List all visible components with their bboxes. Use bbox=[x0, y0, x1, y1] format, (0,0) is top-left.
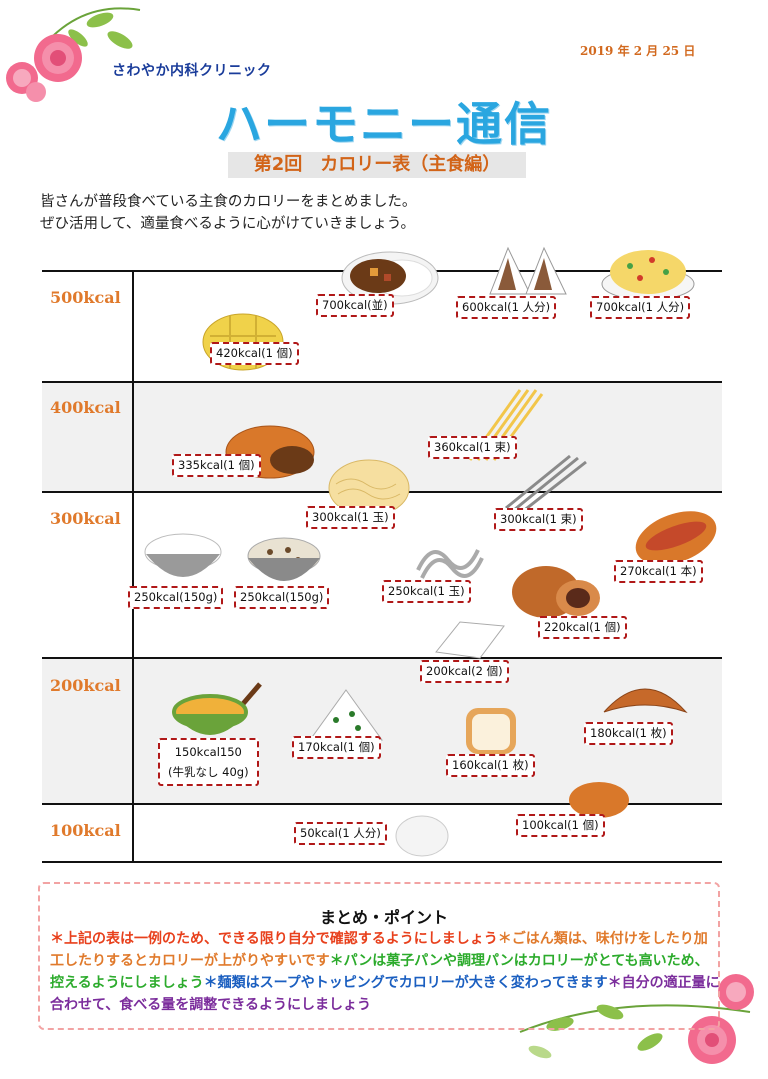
cereal-bowl-illustration bbox=[172, 682, 262, 735]
summary-title: まとめ・ポイント bbox=[319, 908, 448, 927]
point-4: ＊麺類はスープやトッピングでカロリーが大きく変わってきます bbox=[203, 975, 608, 991]
roll-bread-illustration bbox=[569, 782, 629, 818]
calorie-label-soba: 300kcal(1 束) bbox=[494, 508, 583, 531]
table-divider bbox=[132, 270, 134, 863]
calorie-label-melon-pan: 420kcal(1 個) bbox=[210, 342, 299, 365]
point-5: ＊自分の適正量に合わせて、食べる量を調整できるようにしましょう bbox=[50, 975, 720, 1013]
level-100: 100kcal bbox=[50, 821, 121, 840]
issue-subtitle: 第2回 カロリー表（主食編） bbox=[228, 152, 526, 178]
anpan-illustration bbox=[512, 566, 600, 618]
intro-line-1: 皆さんが普段食べている主食のカロリーをまとめました。 bbox=[40, 194, 417, 210]
calorie-label-roll: 100kcal(1 個) bbox=[516, 814, 605, 837]
calorie-label-toast: 160kcal(1 枚) bbox=[446, 754, 535, 777]
calorie-label-pasta: 360kcal(1 束) bbox=[428, 436, 517, 459]
point-1: ＊上記の表は一例のため、できる限り自分で確認するようにしましょう bbox=[50, 931, 498, 947]
fried-rice-illustration bbox=[601, 250, 695, 301]
issue-date: 2019 年 2 月 25 日 bbox=[580, 44, 696, 58]
calorie-label-udon: 250kcal(1 玉) bbox=[382, 580, 471, 603]
point-2: ＊ごはん類は、味付けをしたり加工したりするとカロリーが上がりやすいです bbox=[50, 931, 708, 969]
intro-line-2: ぜひ活用して、適量食べるように心がけていきましょう。 bbox=[40, 216, 415, 232]
level-400: 400kcal bbox=[50, 398, 121, 417]
level-200: 200kcal bbox=[50, 676, 121, 695]
calorie-label-curry-pan: 335kcal(1 個) bbox=[172, 454, 261, 477]
table-line bbox=[42, 657, 722, 659]
calorie-label-onigiri: 170kcal(1 個) bbox=[292, 736, 381, 759]
calorie-label-ramen: 300kcal(1 玉) bbox=[306, 506, 395, 529]
calorie-label-sandwich: 600kcal(1 人分) bbox=[456, 296, 557, 319]
toast-illustration bbox=[466, 708, 516, 754]
mixed-rice-bowl-illustration bbox=[247, 537, 321, 581]
calorie-label-anpan: 220kcal(1 個) bbox=[538, 616, 627, 639]
point-3: ＊パンは菓子パンや調理パンはカロリーがとても高いため、控えるようにしましょう bbox=[50, 953, 709, 991]
koppe-pan-illustration bbox=[635, 511, 717, 565]
udon-illustration bbox=[416, 549, 484, 579]
level-300: 300kcal bbox=[50, 509, 121, 528]
calorie-label-fried-rice: 700kcal(1 人分) bbox=[590, 296, 691, 319]
calorie-label-oatmeal: 50kcal(1 人分) bbox=[294, 822, 387, 845]
oatmeal-illustration bbox=[395, 815, 449, 857]
calorie-label-koppe-pan: 270kcal(1 本) bbox=[614, 560, 703, 583]
newsletter-title: ハーモニー通信 bbox=[216, 97, 552, 151]
table-line bbox=[42, 381, 722, 383]
soba-illustration bbox=[505, 454, 587, 514]
calorie-label-cereal: 150kcal150 (牛乳なし 40g) bbox=[158, 738, 259, 786]
croissant-illustration bbox=[603, 688, 688, 714]
calorie-label-curry: 700kcal(並) bbox=[316, 294, 394, 317]
level-500: 500kcal bbox=[50, 288, 121, 307]
clinic-name: さわやか内科クリニック bbox=[112, 63, 272, 79]
rose-decoration-top-left bbox=[6, 7, 141, 102]
table-line bbox=[42, 803, 722, 805]
sandwich-illustration bbox=[489, 246, 567, 295]
calorie-label-rice: 250kcal(150g) bbox=[128, 586, 224, 609]
calorie-label-cereal-line-1: 150kcal150 bbox=[174, 745, 242, 759]
calorie-label-croissant: 180kcal(1 枚) bbox=[584, 722, 673, 745]
calorie-label-mochi: 200kcal(2 個) bbox=[420, 660, 509, 683]
summary-box bbox=[38, 882, 720, 1030]
calorie-label-mixed-rice: 250kcal(150g) bbox=[234, 586, 330, 609]
mochi-illustration bbox=[435, 621, 505, 659]
summary-text: ＊上記の表は一例のため、できる限り自分で確認するようにしましょう＊ごはん類は、味… bbox=[50, 928, 720, 1016]
calorie-label-cereal-line-2: (牛乳なし 40g) bbox=[168, 765, 249, 779]
table-line bbox=[42, 861, 722, 863]
rice-bowl-illustration bbox=[144, 533, 222, 577]
